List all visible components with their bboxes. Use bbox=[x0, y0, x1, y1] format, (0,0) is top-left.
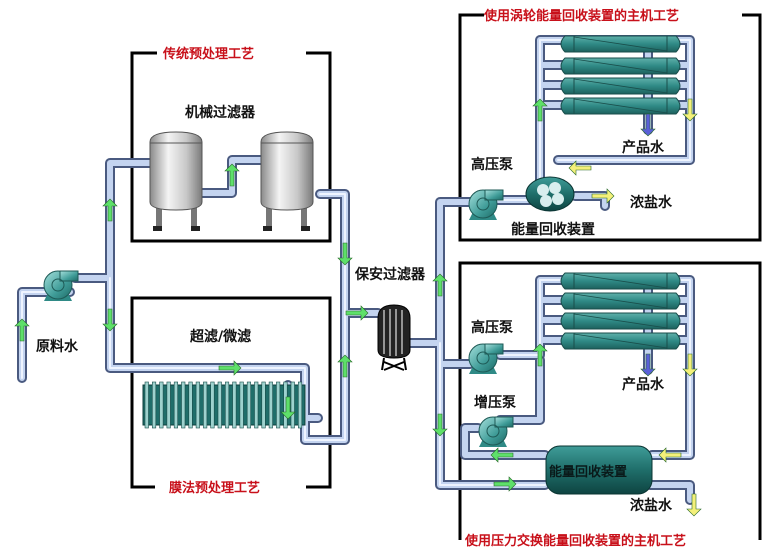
ro-membrane-vessels bbox=[560, 35, 681, 350]
flow-arrow-down-icon bbox=[682, 353, 698, 377]
turbine-erd-label: 能量回收装置 bbox=[511, 221, 595, 238]
px-booster-label: 增压泵 bbox=[474, 394, 516, 411]
uf-fin bbox=[290, 381, 295, 429]
flow-arrow-up-icon bbox=[14, 318, 30, 342]
turbine-product-label: 产品水 bbox=[622, 139, 665, 156]
flow-arrow-down-icon bbox=[432, 413, 448, 437]
traditional-title: 传统预处理工艺 bbox=[162, 46, 254, 62]
turbine-frame bbox=[458, 13, 762, 242]
uf-fin bbox=[159, 381, 164, 429]
flow-arrow-right-icon bbox=[591, 188, 615, 204]
traditional-frame bbox=[130, 51, 332, 243]
flow-arrow-up-icon bbox=[102, 198, 118, 222]
pressure-exchange-frame bbox=[458, 261, 762, 540]
raw-water-label: 原料水 bbox=[36, 338, 79, 355]
turbine-pump-label: 高压泵 bbox=[471, 156, 513, 173]
flow-arrow-down-icon bbox=[280, 396, 296, 420]
flow-arrow-up-icon bbox=[224, 163, 240, 187]
flow-arrow-down-icon bbox=[640, 353, 656, 377]
flow-arrow-right-icon bbox=[345, 305, 369, 321]
uf-fin bbox=[181, 381, 186, 429]
uf-fin bbox=[297, 381, 303, 429]
flow-arrows bbox=[14, 98, 702, 517]
uf-fin bbox=[254, 381, 259, 429]
uf-fin bbox=[261, 381, 266, 429]
flow-arrow-up-icon bbox=[432, 273, 448, 297]
flow-arrow-down-icon bbox=[682, 98, 698, 122]
uf-fin bbox=[195, 381, 200, 429]
mechanical-filter-tank-1 bbox=[149, 131, 203, 231]
ro-vessel bbox=[560, 272, 681, 290]
px-erd-label: 能量回收装置 bbox=[549, 464, 627, 480]
uf-fin bbox=[144, 381, 149, 429]
flow-arrow-up-icon bbox=[337, 354, 353, 378]
uf-fin bbox=[246, 381, 251, 429]
flow-arrow-down-icon bbox=[337, 242, 353, 266]
ro-vessel bbox=[560, 77, 681, 95]
flow-arrow-left-icon bbox=[490, 447, 514, 463]
ultrafiltration-module bbox=[142, 381, 306, 429]
px-brine-label: 浓盐水 bbox=[630, 497, 673, 514]
uf-fin bbox=[232, 381, 237, 429]
ro-vessel bbox=[560, 57, 681, 75]
px-title: 使用压力交换能量回收装置的主机工艺 bbox=[464, 533, 686, 549]
ro-vessel bbox=[560, 292, 681, 310]
flow-arrow-down-icon bbox=[686, 493, 702, 517]
flow-arrow-down-icon bbox=[102, 308, 118, 332]
uf-fin bbox=[152, 381, 157, 429]
uf-mf-label: 超滤/微滤 bbox=[189, 328, 251, 345]
membrane-frame bbox=[130, 296, 332, 489]
uf-fin bbox=[188, 381, 193, 429]
feed-pump bbox=[43, 270, 79, 302]
cartridge-filter-label: 保安过滤器 bbox=[354, 266, 426, 283]
px-product-label: 产品水 bbox=[622, 376, 665, 393]
flow-arrow-left-icon bbox=[568, 160, 592, 176]
px-pump-label: 高压泵 bbox=[471, 319, 513, 336]
mechanical-filter-tank-2 bbox=[260, 131, 314, 231]
uf-fin bbox=[166, 381, 171, 429]
ro-vessel bbox=[560, 312, 681, 330]
turbine-title: 使用涡轮能量回收装置的主机工艺 bbox=[483, 8, 679, 24]
turbine-energy-recovery-device bbox=[525, 176, 575, 212]
flow-arrow-left-icon bbox=[658, 447, 682, 463]
uf-fin bbox=[210, 381, 215, 429]
flow-arrow-right-icon bbox=[218, 360, 242, 376]
flow-arrow-up-icon bbox=[532, 343, 548, 367]
px-booster-pump bbox=[478, 416, 514, 448]
membrane-title: 膜法预处理工艺 bbox=[169, 480, 260, 496]
uf-fin bbox=[217, 381, 222, 429]
ro-vessel bbox=[560, 97, 681, 115]
ro-vessel bbox=[560, 332, 681, 350]
pressure-exchanger-device bbox=[545, 445, 653, 495]
uf-fin bbox=[173, 381, 178, 429]
mechanical-filter-label: 机械过滤器 bbox=[185, 104, 256, 121]
flow-arrow-up-icon bbox=[532, 98, 548, 122]
uf-fin bbox=[203, 381, 208, 429]
turbine-brine-label: 浓盐水 bbox=[630, 194, 673, 211]
ro-vessel bbox=[560, 35, 681, 53]
uf-fin bbox=[276, 381, 281, 429]
flow-arrow-right-icon bbox=[493, 476, 517, 492]
flow-arrow-down-icon bbox=[640, 113, 656, 137]
uf-fin bbox=[268, 381, 273, 429]
uf-fin bbox=[239, 381, 244, 429]
uf-fin bbox=[225, 381, 230, 429]
cartridge-filter bbox=[377, 304, 411, 371]
